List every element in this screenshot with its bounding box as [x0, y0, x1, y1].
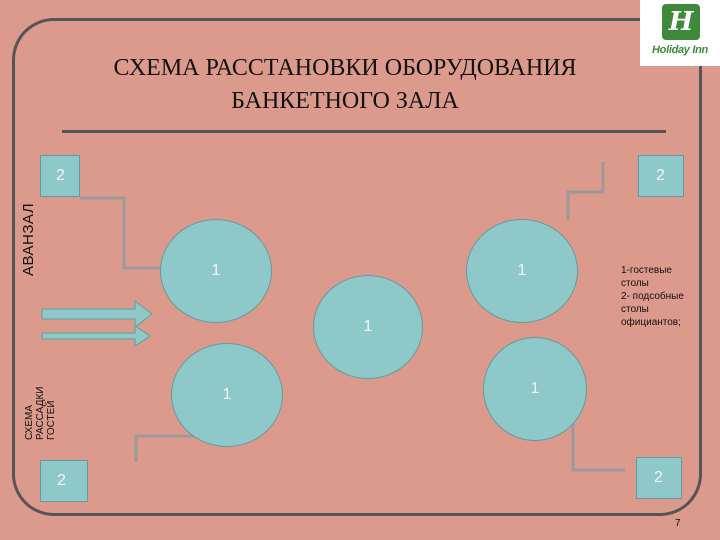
service-table-label: 2: [656, 167, 665, 184]
guest-table-bottom-right: 1: [483, 337, 587, 441]
guest-table-top-left: 1: [160, 219, 272, 323]
service-table-label: 2: [57, 472, 66, 489]
legend-guest-tables: 1-гостевые столы: [621, 265, 672, 289]
connector-top-right: [566, 162, 605, 220]
service-table-top-right: 2: [638, 155, 684, 197]
entry-arrows: [41, 299, 153, 347]
title-line-2: БАНКЕТНОГО ЗАЛА: [231, 88, 459, 114]
service-table-bottom-right: 2: [636, 457, 682, 499]
arrow-lower: [41, 325, 151, 347]
guest-table-bottom-left: 1: [171, 343, 283, 447]
legend: 1-гостевые столы 2- подсобные столы офиц…: [621, 264, 711, 329]
logo-mark: H: [662, 4, 700, 40]
guest-table-label: 1: [517, 262, 527, 279]
holiday-inn-logo: H Holiday Inn: [640, 0, 720, 66]
service-table-label: 2: [56, 167, 65, 184]
guest-table-label: 1: [363, 318, 373, 335]
service-table-label: 2: [654, 469, 663, 486]
title-line-1: СХЕМА РАССТАНОВКИ ОБОРУДОВАНИЯ: [113, 55, 577, 81]
page-number: 7: [675, 518, 681, 529]
slide-frame: [12, 18, 702, 516]
connector-top-left: [80, 196, 160, 270]
service-table-top-left: 2: [40, 155, 80, 197]
guest-table-top-right: 1: [466, 219, 578, 323]
guest-table-label: 1: [530, 380, 540, 397]
page-title: СХЕМА РАССТАНОВКИ ОБОРУДОВАНИЯ БАНКЕТНОГ…: [40, 52, 650, 118]
guest-table-center: 1: [313, 275, 423, 379]
service-table-bottom-left: 2: [40, 460, 88, 502]
title-divider: [62, 130, 666, 133]
guest-table-label: 1: [222, 386, 232, 403]
arrow-upper: [41, 299, 153, 329]
legend-service-tables: 2- подсобные столы официантов;: [621, 291, 684, 328]
logo-text: Holiday Inn: [652, 44, 708, 56]
guest-table-label: 1: [211, 262, 221, 279]
